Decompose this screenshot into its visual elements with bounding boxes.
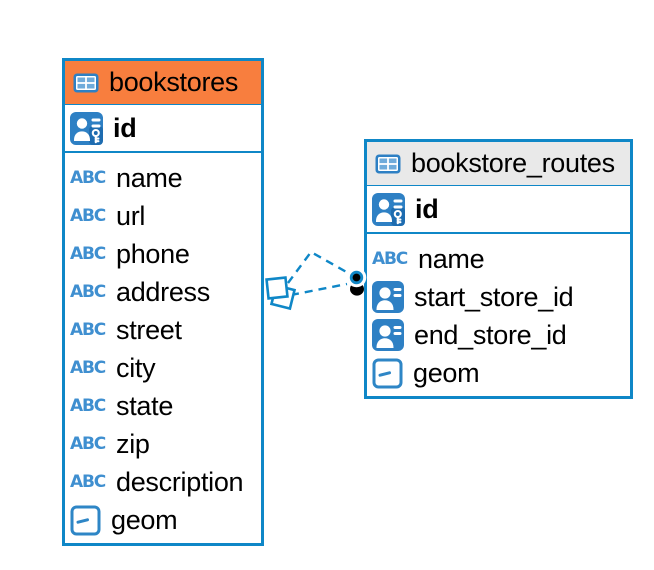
column-row-name[interactable]: ABC name [367,240,630,278]
text-type-icon: ABC [70,205,106,226]
column-row-end_store_id[interactable]: end_store_id [367,316,630,354]
geometry-icon [70,505,101,536]
column-name: state [116,390,174,421]
column-name: zip [116,428,150,459]
column-name: geom [413,357,480,388]
primary-key-section: id [65,105,261,153]
column-name: id [113,112,137,143]
column-row-id[interactable]: id [367,186,630,232]
text-type-icon: ABC [70,433,106,454]
primary-key-section: id [367,186,630,234]
column-row-address[interactable]: ABC address [65,273,261,311]
foreign-key-icon [372,281,404,313]
column-row-geom[interactable]: geom [65,501,261,539]
column-row-url[interactable]: ABC url [65,197,261,235]
column-row-id[interactable]: id [65,105,261,151]
table-header[interactable]: bookstores [65,61,261,105]
column-name: id [415,193,439,224]
text-type-icon: ABC [70,395,106,416]
column-row-name[interactable]: ABC name [65,159,261,197]
column-name: url [116,200,146,231]
relation-squares-marker[interactable] [265,276,297,311]
column-row-zip[interactable]: ABC zip [65,425,261,463]
table-name: bookstores [109,67,239,97]
column-name: geom [111,504,178,535]
text-type-icon: ABC [70,281,106,302]
column-name: start_store_id [414,281,574,312]
columns-section: ABC name start_store_id end_store_id geom [367,234,630,396]
relation-line-lower[interactable] [290,282,348,297]
column-name: end_store_id [414,319,567,350]
text-type-icon: ABC [70,357,106,378]
column-name: street [116,314,182,345]
column-row-phone[interactable]: ABC phone [65,235,261,273]
column-name: name [116,162,183,193]
column-row-geom[interactable]: geom [367,354,630,392]
column-name: description [116,466,244,497]
table-header[interactable]: bookstore_routes [367,142,630,186]
foreign-key-icon [372,319,404,351]
geometry-icon [372,358,403,389]
text-type-icon: ABC [372,248,408,269]
column-row-state[interactable]: ABC state [65,387,261,425]
text-type-icon: ABC [70,319,106,340]
table-name: bookstore_routes [411,148,615,178]
column-row-city[interactable]: ABC city [65,349,261,387]
column-name: city [116,352,156,383]
column-row-start_store_id[interactable]: start_store_id [367,278,630,316]
primary-key-icon [70,111,103,145]
column-row-street[interactable]: ABC street [65,311,261,349]
primary-key-icon [372,192,405,226]
text-type-icon: ABC [70,243,106,264]
text-type-icon: ABC [70,471,106,492]
column-row-description[interactable]: ABC description [65,463,261,501]
column-name: address [116,276,210,307]
column-name: name [418,243,485,274]
table-icon [73,73,99,93]
table-icon [375,154,401,174]
text-type-icon: ABC [70,167,106,188]
column-name: phone [116,238,190,269]
relation-line-upper[interactable] [287,250,351,284]
